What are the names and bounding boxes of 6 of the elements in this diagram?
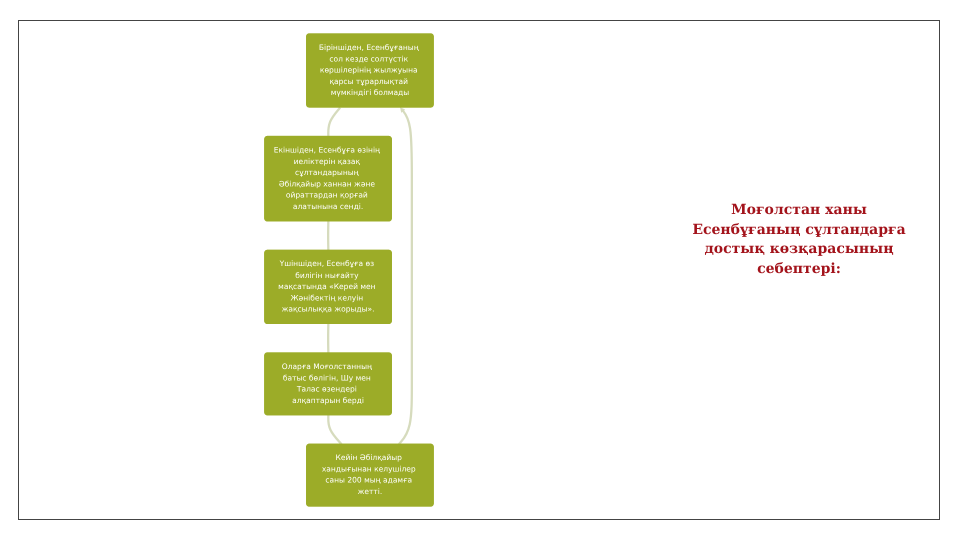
connector	[327, 415, 342, 446]
connector	[327, 106, 342, 137]
arrow	[398, 107, 413, 446]
center-caption: Моғолстан ханы Есенбұғаның сұлтандарға достық көзқарасының себептері:	[691, 201, 907, 279]
connector	[327, 221, 330, 250]
connector	[327, 324, 330, 353]
